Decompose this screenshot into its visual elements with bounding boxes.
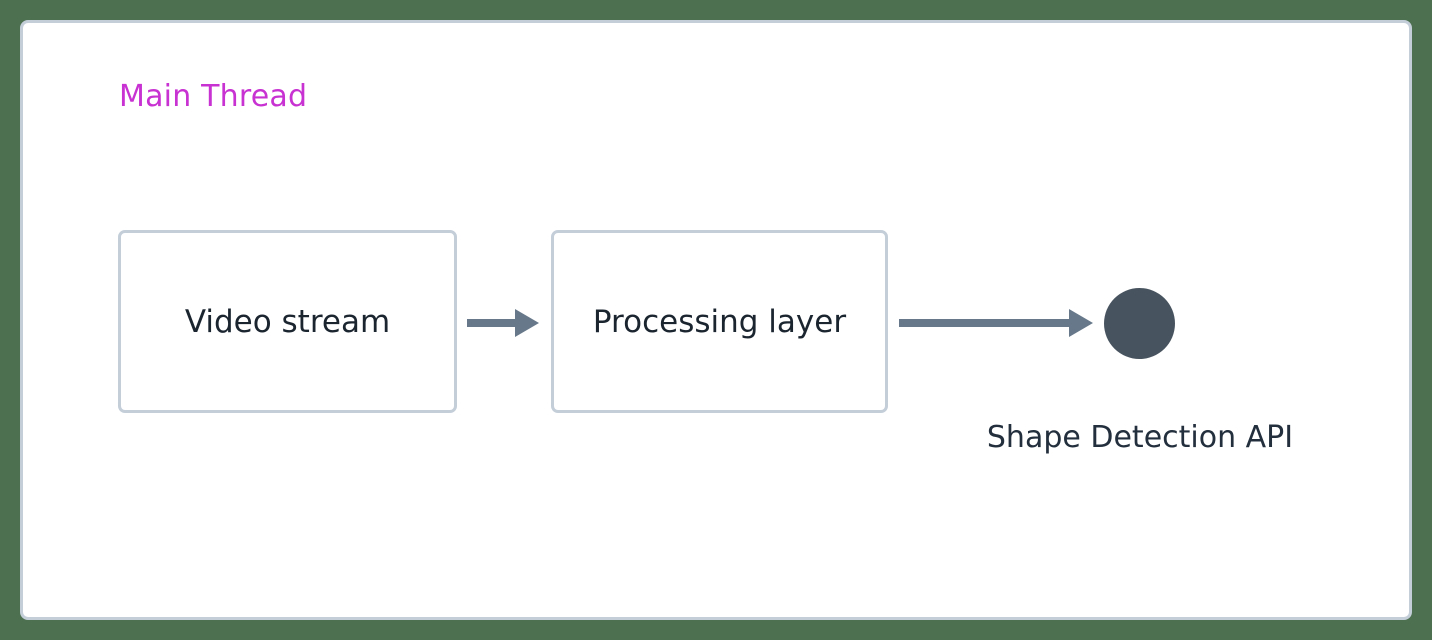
node-processing-layer-label: Processing layer xyxy=(592,303,847,340)
node-shape-detection-api-circle[interactable] xyxy=(1104,288,1175,359)
node-processing-layer[interactable]: Processing layer xyxy=(551,230,888,413)
lane-title-main-thread: Main Thread xyxy=(119,79,308,114)
arrow-video-to-processing-icon xyxy=(467,309,539,337)
node-video-stream[interactable]: Video stream xyxy=(118,230,457,413)
node-shape-detection-api-label: Shape Detection API xyxy=(986,420,1294,455)
main-thread-lane-panel: Main Thread Video stream Processing laye… xyxy=(20,20,1412,620)
arrow-processing-to-api-icon xyxy=(899,309,1093,337)
node-video-stream-label: Video stream xyxy=(184,303,391,340)
